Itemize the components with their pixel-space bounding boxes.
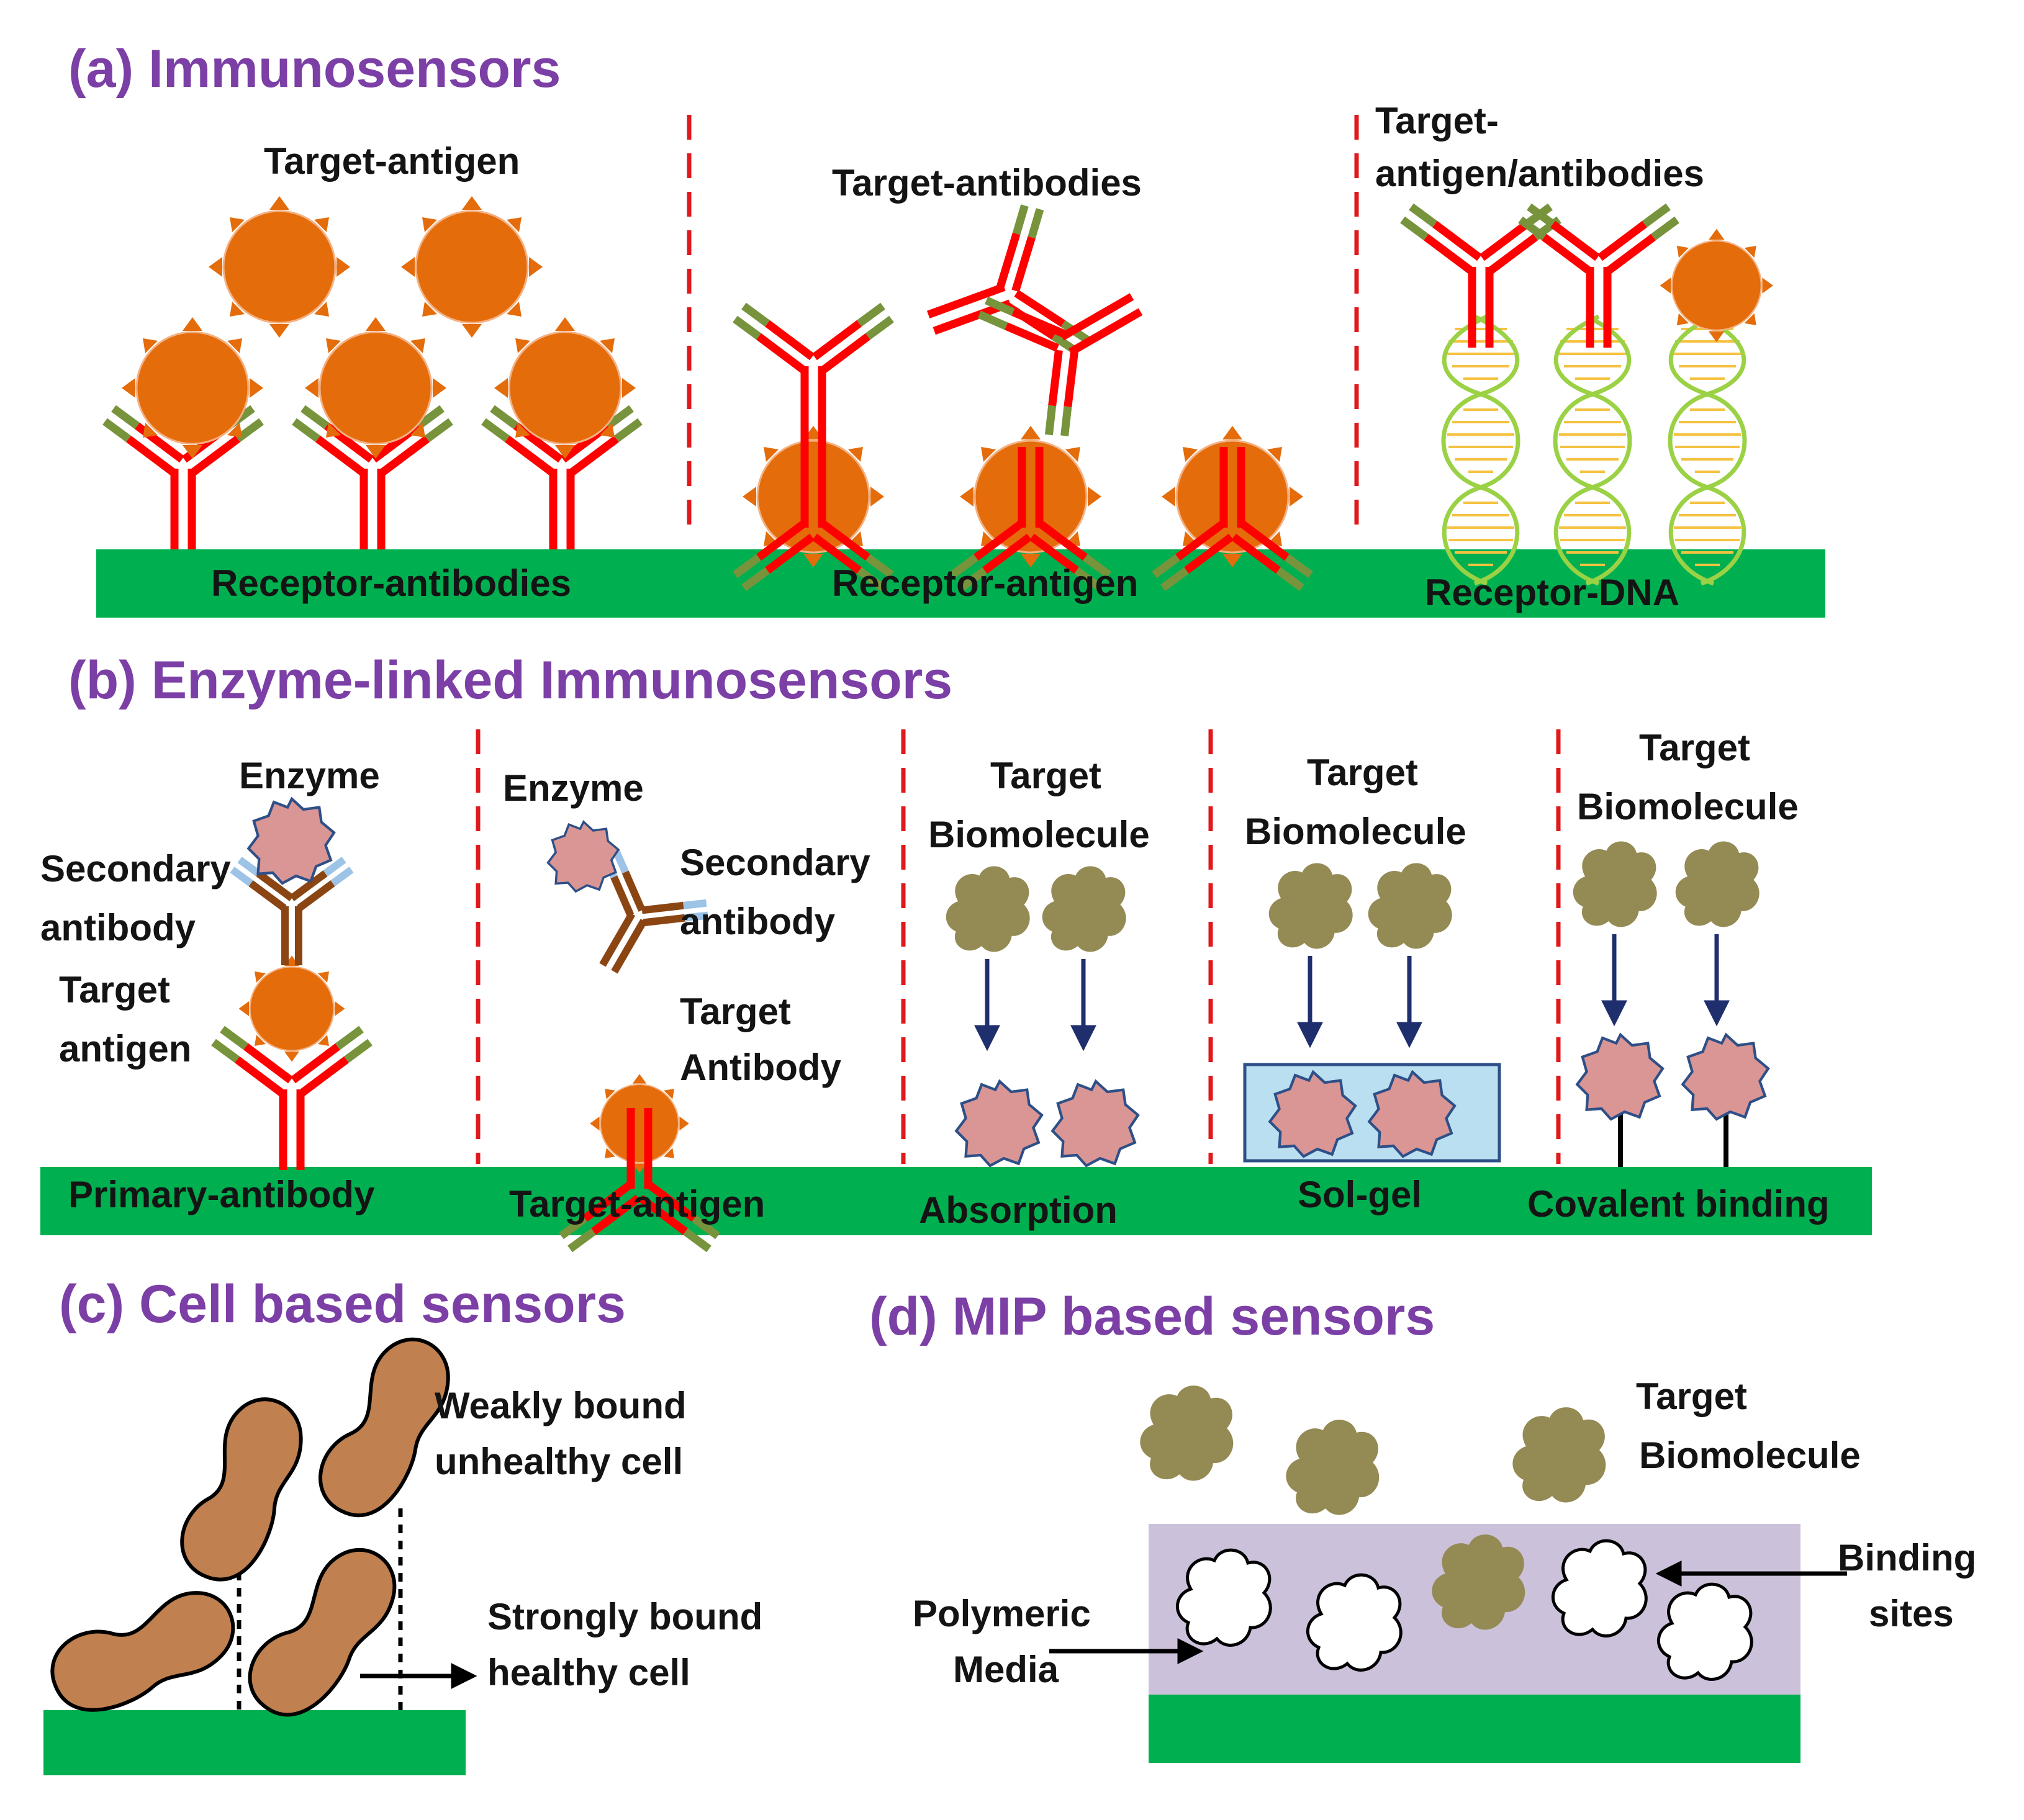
target-biomolecule (1286, 1420, 1380, 1515)
label-target-dual-2: antigen/antibodies (1375, 153, 1704, 194)
healthy-cell (41, 1584, 246, 1720)
panel-c: (c) Cell based sensors Weakly bound unhe… (41, 1274, 762, 1775)
label-target-1: Target (1636, 1376, 1747, 1417)
receptor-antigen-group (735, 201, 1311, 588)
label-secondary-1: Secondary (680, 842, 870, 883)
label-polymer-2: Media (953, 1649, 1059, 1690)
label-enzyme: Enzyme (239, 755, 380, 796)
label-secondary-2: antibody (680, 901, 836, 942)
label-receptor-antibodies: Receptor-antibodies (211, 562, 571, 604)
target-antigen (493, 316, 637, 460)
receptor-antigen (741, 425, 885, 569)
unhealthy-cell (157, 1386, 330, 1594)
label-weak-2: unhealthy cell (435, 1441, 683, 1482)
label-target-2: Biomolecule (1577, 786, 1799, 827)
label-binding-2: sites (1869, 1593, 1954, 1634)
target-biomolecule (1512, 1407, 1606, 1503)
label-target-2: Biomolecule (1639, 1435, 1861, 1476)
panel-d: (d) MIP based sensors Target Biomolecule… (869, 1287, 1976, 1763)
target-antigen (400, 195, 544, 339)
receptor-antigen (959, 425, 1103, 569)
label-secondary-2: antibody (40, 907, 196, 948)
label-primary-antibody: Primary-antibody (68, 1174, 375, 1215)
panel-d-title: (d) MIP based sensors (869, 1287, 1435, 1346)
healthy-cell (225, 1534, 422, 1731)
label-target-1: Target (1307, 752, 1418, 793)
target-antigen (304, 316, 448, 460)
unhealthy-cell (295, 1325, 477, 1531)
target-antigen (207, 195, 351, 339)
receptor-dna-group (1403, 207, 1774, 583)
absorption-assembly (946, 866, 1138, 1166)
label-sol-gel: Sol-gel (1298, 1174, 1422, 1215)
sol-gel-assembly (1243, 863, 1501, 1163)
label-target-1: Target (990, 755, 1101, 796)
receptor-antibody-group (105, 195, 640, 549)
label-receptor-dna: Receptor-DNA (1425, 572, 1679, 613)
label-receptor-antigen: Receptor-antigen (832, 562, 1138, 604)
label-target-dual-1: Target- (1375, 100, 1499, 142)
label-target-2: Biomolecule (1245, 811, 1466, 852)
substrate (1149, 1695, 1800, 1763)
label-weak-1: Weakly bound (435, 1385, 687, 1426)
label-secondary-1: Secondary (40, 848, 231, 890)
label-strong-1: Strongly bound (487, 1596, 762, 1638)
panel-a-title: (a) Immunosensors (68, 39, 561, 99)
label-target-antigen: Target-antigen (509, 1183, 765, 1225)
panel-b-title: (b) Enzyme-linked Immunosensors (68, 651, 952, 710)
label-target-antigen: Target-antigen (264, 140, 520, 182)
target-biomolecule (1140, 1385, 1234, 1481)
label-target-2: antigen (59, 1028, 191, 1070)
label-enzyme: Enzyme (503, 767, 644, 809)
covalent-assembly (1573, 841, 1768, 1167)
primary-antibody-assembly (214, 799, 370, 1170)
label-covalent-binding: Covalent binding (1527, 1183, 1830, 1225)
receptor-antigen (1160, 425, 1304, 569)
label-target-1: Target (1639, 727, 1750, 768)
label-polymer-1: Polymeric (913, 1593, 1091, 1634)
label-target-antibodies: Target-antibodies (832, 162, 1142, 204)
substrate (40, 1167, 1872, 1235)
panel-a: (a) Immunosensors Target-antigen Recepto… (68, 39, 1825, 618)
label-strong-2: healthy cell (487, 1652, 690, 1693)
substrate (43, 1710, 466, 1775)
panel-c-title: (c) Cell based sensors (59, 1274, 626, 1334)
label-target-1: Target (680, 991, 791, 1032)
label-target-2: Biomolecule (928, 814, 1150, 855)
label-absorption: Absorption (919, 1189, 1118, 1231)
label-binding-1: Binding (1838, 1537, 1976, 1579)
label-target-1: Target (59, 969, 170, 1011)
target-antigen (120, 316, 264, 460)
panel-b: (b) Enzyme-linked Immunosensors Enzyme S… (40, 651, 1872, 1249)
label-target-2: Antibody (680, 1047, 842, 1088)
